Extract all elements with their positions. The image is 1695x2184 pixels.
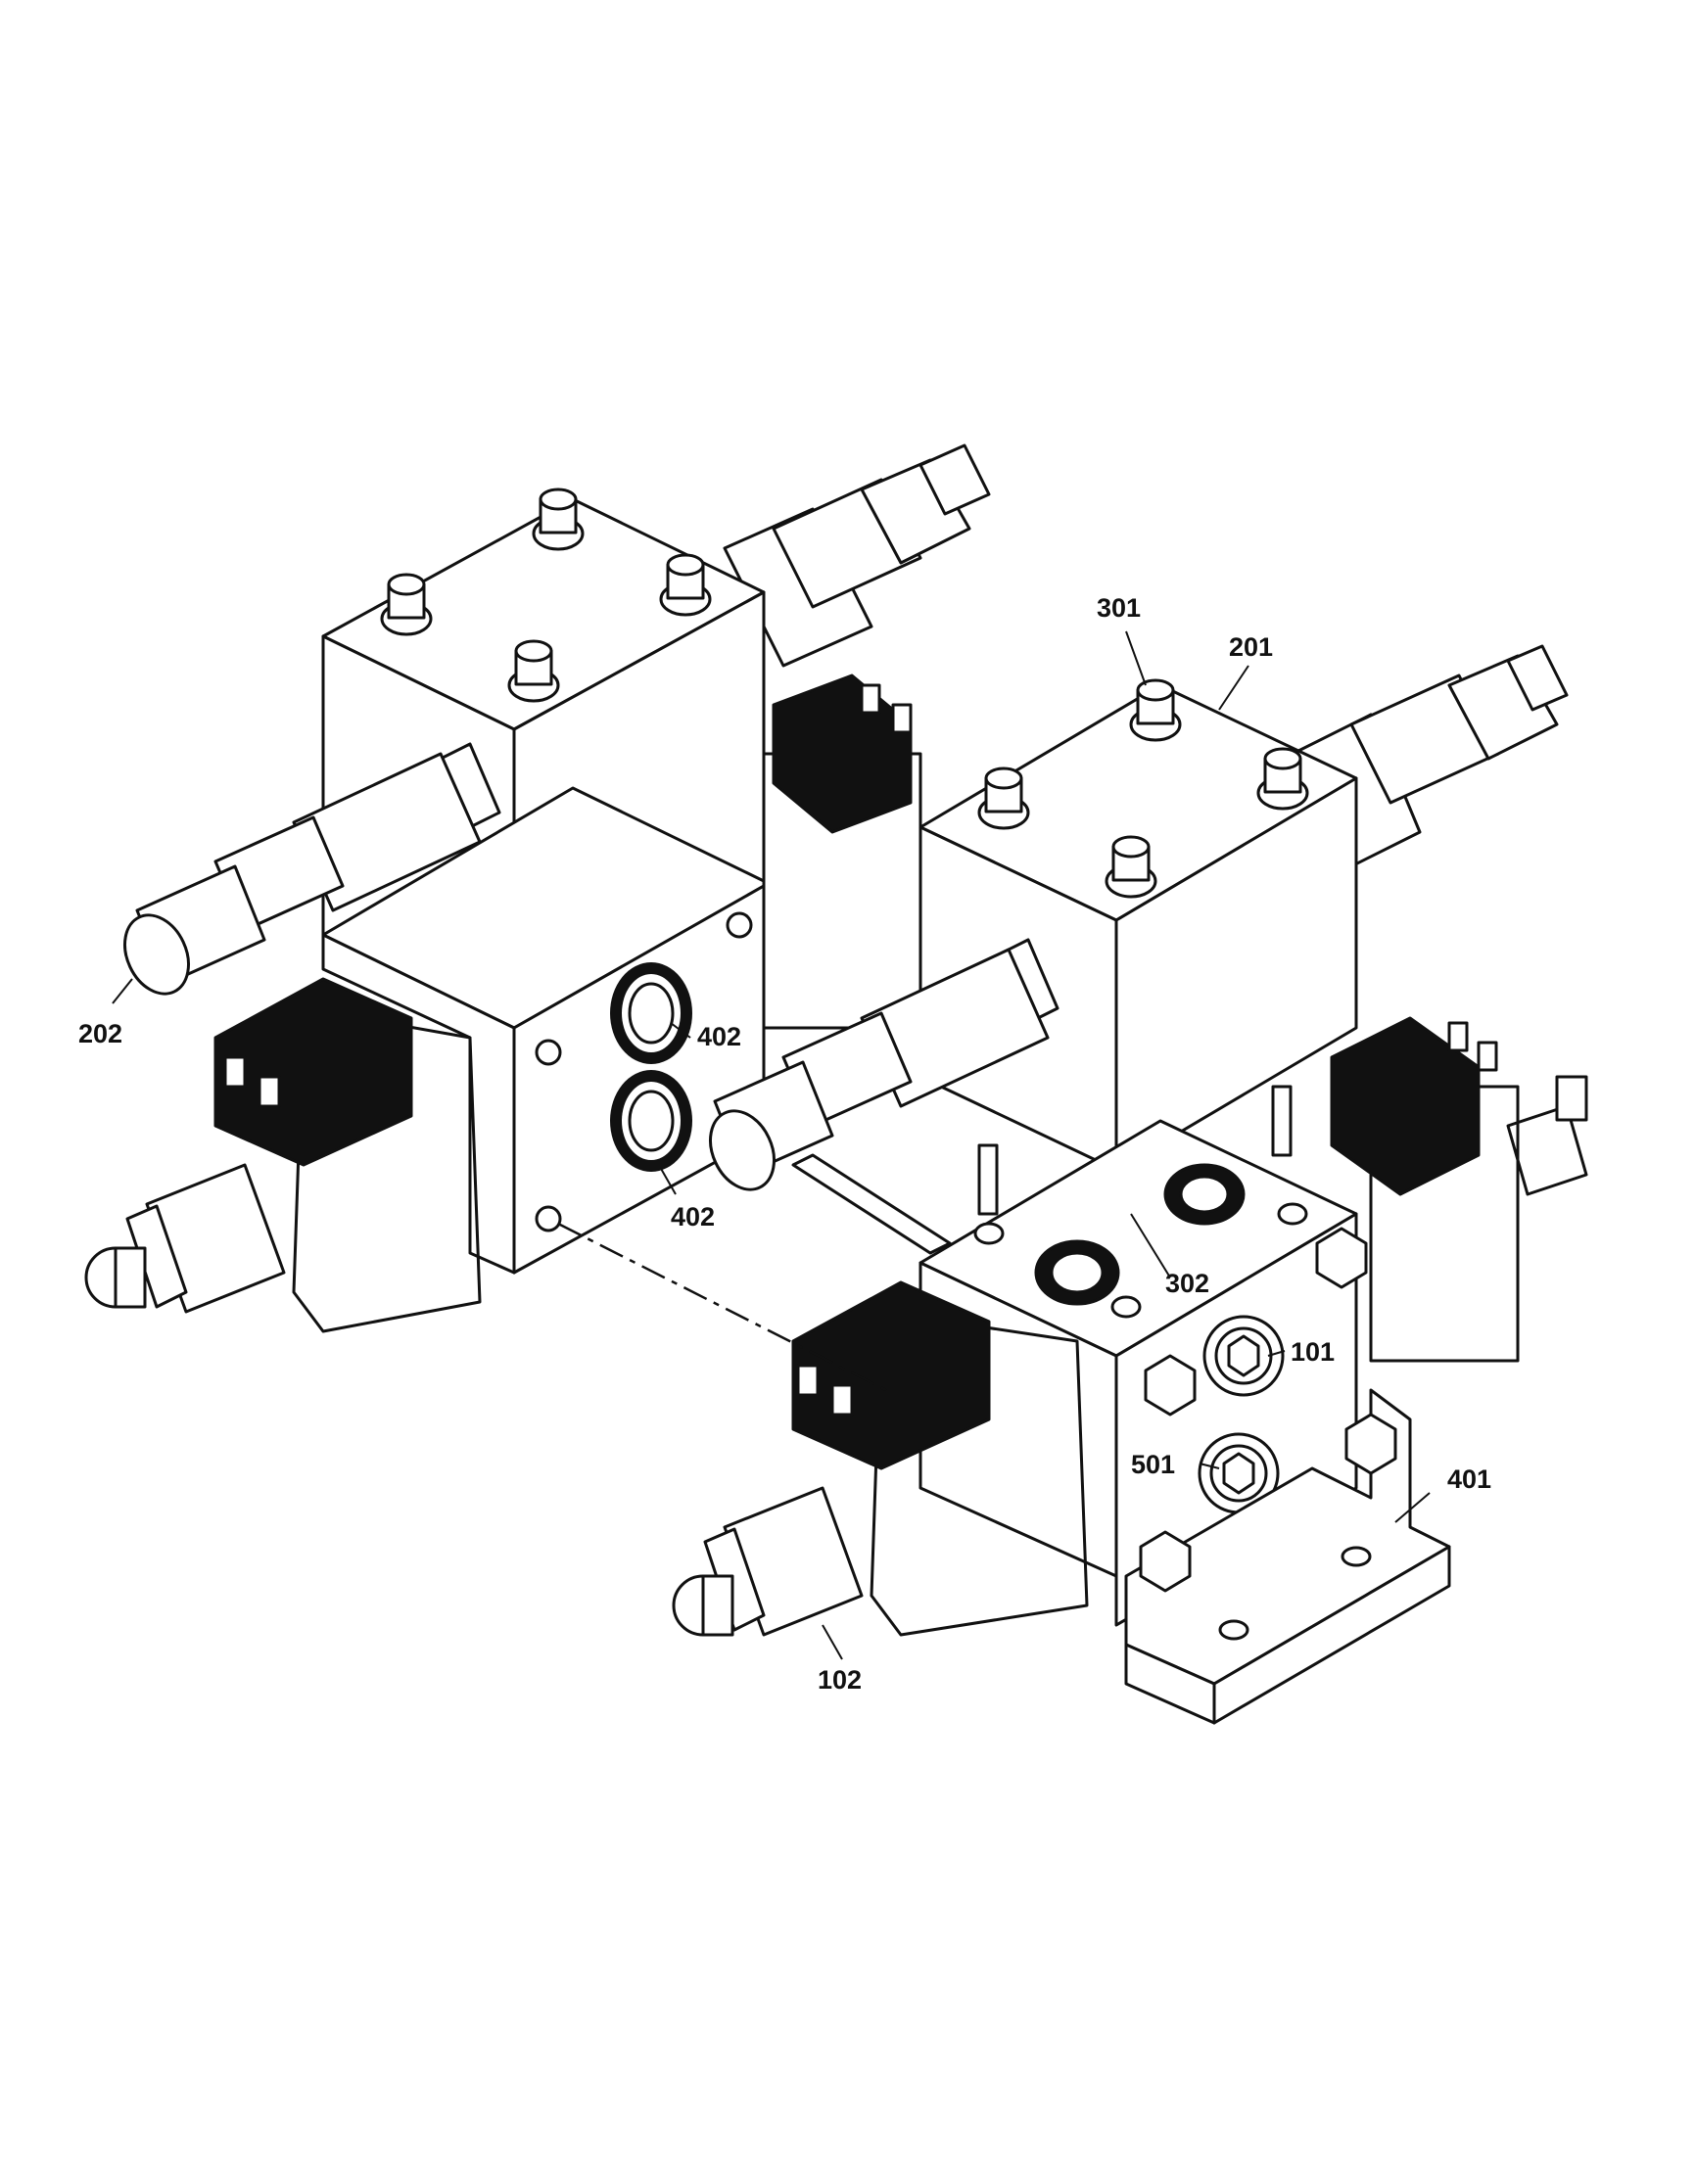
callout-302: 302 (1165, 1269, 1209, 1298)
o-ring-lower (610, 1070, 692, 1172)
callout-202: 202 (78, 1019, 122, 1048)
callout-101: 101 (1291, 1337, 1335, 1367)
right-front-solenoid (672, 1280, 1089, 1637)
callout-501: 501 (1131, 1450, 1175, 1479)
callout-402-lower: 402 (671, 1202, 715, 1231)
left-rear-cartridge (723, 443, 991, 668)
left-rear-solenoid (762, 674, 922, 1030)
callout-201: 201 (1229, 632, 1273, 662)
left-valve-assembly (84, 443, 991, 1333)
right-top-bolts (977, 678, 1309, 899)
left-manifold-block (321, 786, 766, 1275)
alignment-line (557, 1222, 887, 1392)
leader-lines (112, 630, 1431, 1660)
right-valve-assembly (672, 644, 1588, 1725)
left-front-solenoid (84, 977, 482, 1333)
plug-lower (1198, 1432, 1280, 1514)
mounting-bracket (1124, 1388, 1451, 1725)
o-ring-upper (610, 962, 692, 1064)
right-front-cartridge (709, 938, 1059, 1191)
callout-401: 401 (1447, 1464, 1491, 1494)
left-top-bolts (380, 488, 712, 703)
callout-labels: 301 201 202 402 402 302 101 501 401 102 (78, 593, 1491, 1695)
right-rear-cartridge (1291, 644, 1569, 873)
callout-102: 102 (818, 1665, 862, 1695)
right-rear-solenoid (1330, 1016, 1588, 1363)
left-front-cartridge (123, 742, 501, 996)
callout-402-upper: 402 (697, 1022, 741, 1051)
callout-301: 301 (1097, 593, 1141, 623)
